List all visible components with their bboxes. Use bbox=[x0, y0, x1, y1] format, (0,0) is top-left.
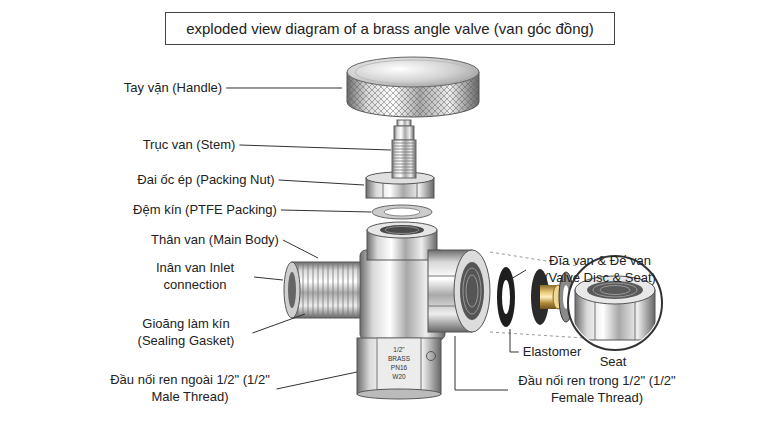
illustration-shape bbox=[357, 389, 441, 399]
illustration-shape bbox=[292, 262, 367, 318]
leader-line bbox=[510, 329, 519, 352]
leader-line bbox=[253, 314, 306, 333]
leader-line bbox=[226, 87, 342, 88]
diagram-title: exploded view diagram of a brass angle v… bbox=[165, 12, 615, 45]
illustration-shape bbox=[397, 120, 411, 126]
part-label: Đai ốc ép (Packing Nut) bbox=[137, 172, 274, 189]
illustration-shape bbox=[427, 352, 436, 361]
illustration-shape bbox=[466, 275, 478, 307]
ptfe-washer bbox=[372, 205, 432, 219]
illustration-shape bbox=[372, 205, 432, 219]
part-label: Tay vặn (Handle) bbox=[124, 80, 222, 97]
stamp-text: PN16 bbox=[391, 365, 407, 372]
illustration-shape bbox=[355, 60, 471, 84]
leader-line bbox=[281, 210, 371, 212]
illustration-shape bbox=[497, 267, 515, 327]
illustration-shape bbox=[454, 250, 490, 332]
illustration-shape bbox=[380, 225, 424, 235]
part-label: Đầu nối ren trong 1/2" (1/2" Female Thre… bbox=[512, 373, 682, 407]
stamp-text: 1/2" bbox=[393, 347, 404, 354]
leader-line bbox=[254, 277, 283, 280]
part-label: Seat bbox=[600, 354, 627, 371]
illustration-shape bbox=[600, 286, 630, 295]
leader-line bbox=[239, 145, 391, 150]
illustration-shape bbox=[460, 262, 484, 320]
illustration-shape bbox=[385, 227, 419, 234]
illustration-shape bbox=[367, 222, 437, 238]
part-label: Thân van (Main Body) bbox=[151, 232, 279, 249]
leader-line bbox=[511, 270, 526, 279]
part-label: Inân van Inlet connection bbox=[140, 260, 250, 294]
stamp-text: BRASS bbox=[388, 356, 410, 363]
illustration-shape bbox=[298, 262, 358, 318]
part-label: Elastomer bbox=[523, 344, 582, 361]
valve-stem bbox=[392, 120, 416, 178]
illustration-shape bbox=[357, 338, 441, 394]
illustration-shape bbox=[377, 338, 421, 394]
illustration-shape bbox=[284, 262, 300, 318]
illustration-shape bbox=[392, 143, 416, 173]
illustration-shape bbox=[347, 57, 479, 87]
illustration-shape bbox=[502, 280, 510, 314]
part-label: Đĩa van & Đế van (Valve Disc & Seat) bbox=[530, 253, 670, 287]
leader-line bbox=[283, 240, 318, 258]
leader-line bbox=[279, 180, 364, 185]
part-label: Đệm kín (PTFE Packing) bbox=[133, 202, 277, 219]
illustration-shape bbox=[288, 272, 296, 308]
illustration-shape bbox=[575, 276, 655, 340]
part-label: Đầu nối ren ngoài 1/2" (1/2" Male Thread… bbox=[108, 372, 273, 406]
illustration-shape bbox=[392, 140, 416, 178]
leader-line bbox=[455, 336, 508, 390]
illustration-shape bbox=[593, 283, 637, 297]
part-label: Gioăng làm kín (Sealing Gasket) bbox=[124, 316, 249, 350]
illustration-shape bbox=[394, 126, 414, 140]
illustration-shape bbox=[463, 268, 481, 314]
handle-knob bbox=[347, 57, 479, 118]
illustration-shape bbox=[384, 208, 420, 216]
part-label: Trục van (Stem) bbox=[143, 137, 236, 154]
leader-line bbox=[277, 372, 358, 389]
stamp-text: W20 bbox=[392, 374, 405, 381]
valve-body bbox=[284, 222, 490, 399]
